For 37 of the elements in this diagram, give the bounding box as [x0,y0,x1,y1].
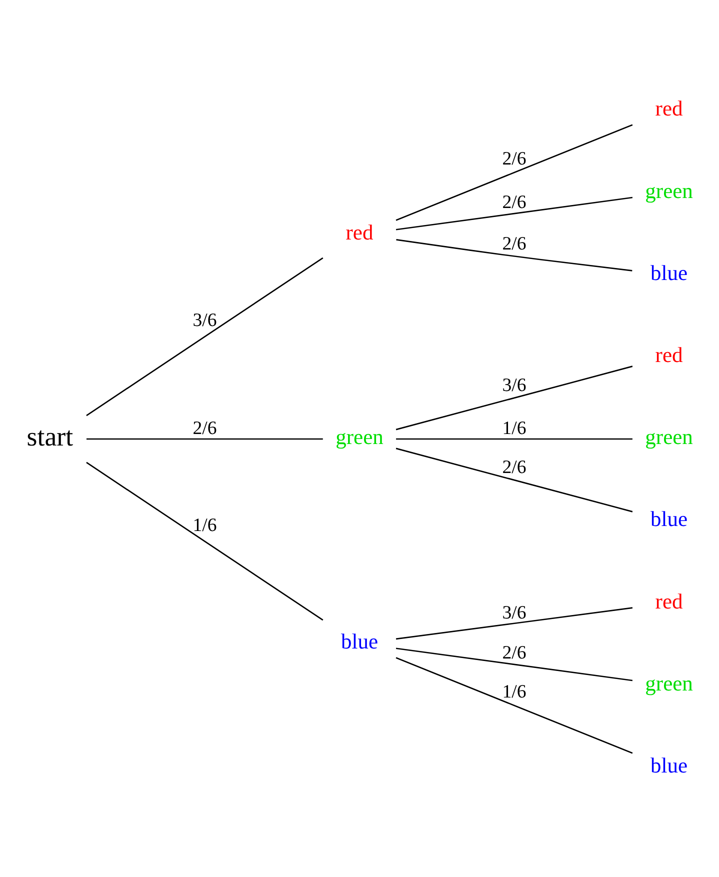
connector [396,238,632,271]
connector [396,196,633,230]
connector [396,647,633,681]
node-text: red [655,342,683,367]
node-text: green [645,424,693,449]
edge-label: 2/6 [502,191,526,212]
node-text: red [655,96,683,120]
node-text: blue [340,629,378,654]
node-text: green [645,178,693,202]
edge-label: 1/6 [502,681,526,702]
connector [86,256,324,416]
edge-label: 2/6 [502,456,526,478]
edge-label: 2/6 [502,148,526,170]
edge-label: 2/6 [192,417,217,438]
node-text: green [336,424,384,449]
edge-label: 3/6 [502,374,526,396]
connector [396,365,633,430]
connector [86,438,323,440]
connector [396,438,632,440]
connector [86,461,324,620]
node-text: blue [650,506,688,531]
edge-label: 3/6 [192,310,217,331]
node-text: red [346,220,374,244]
connector [396,656,633,754]
edge-label: 3/6 [502,602,526,623]
node-text: start [26,421,74,452]
node-text: red [655,588,683,613]
connector [396,447,633,512]
edge-label: 2/6 [502,233,526,254]
edge-label: 2/6 [502,642,526,664]
connector [396,124,633,220]
edge-label: 1/6 [192,514,217,536]
node-text: green [645,670,693,695]
node-text: blue [650,753,688,778]
connector [396,606,633,640]
node-text: blue [650,260,688,284]
edge-label: 1/6 [502,417,526,438]
